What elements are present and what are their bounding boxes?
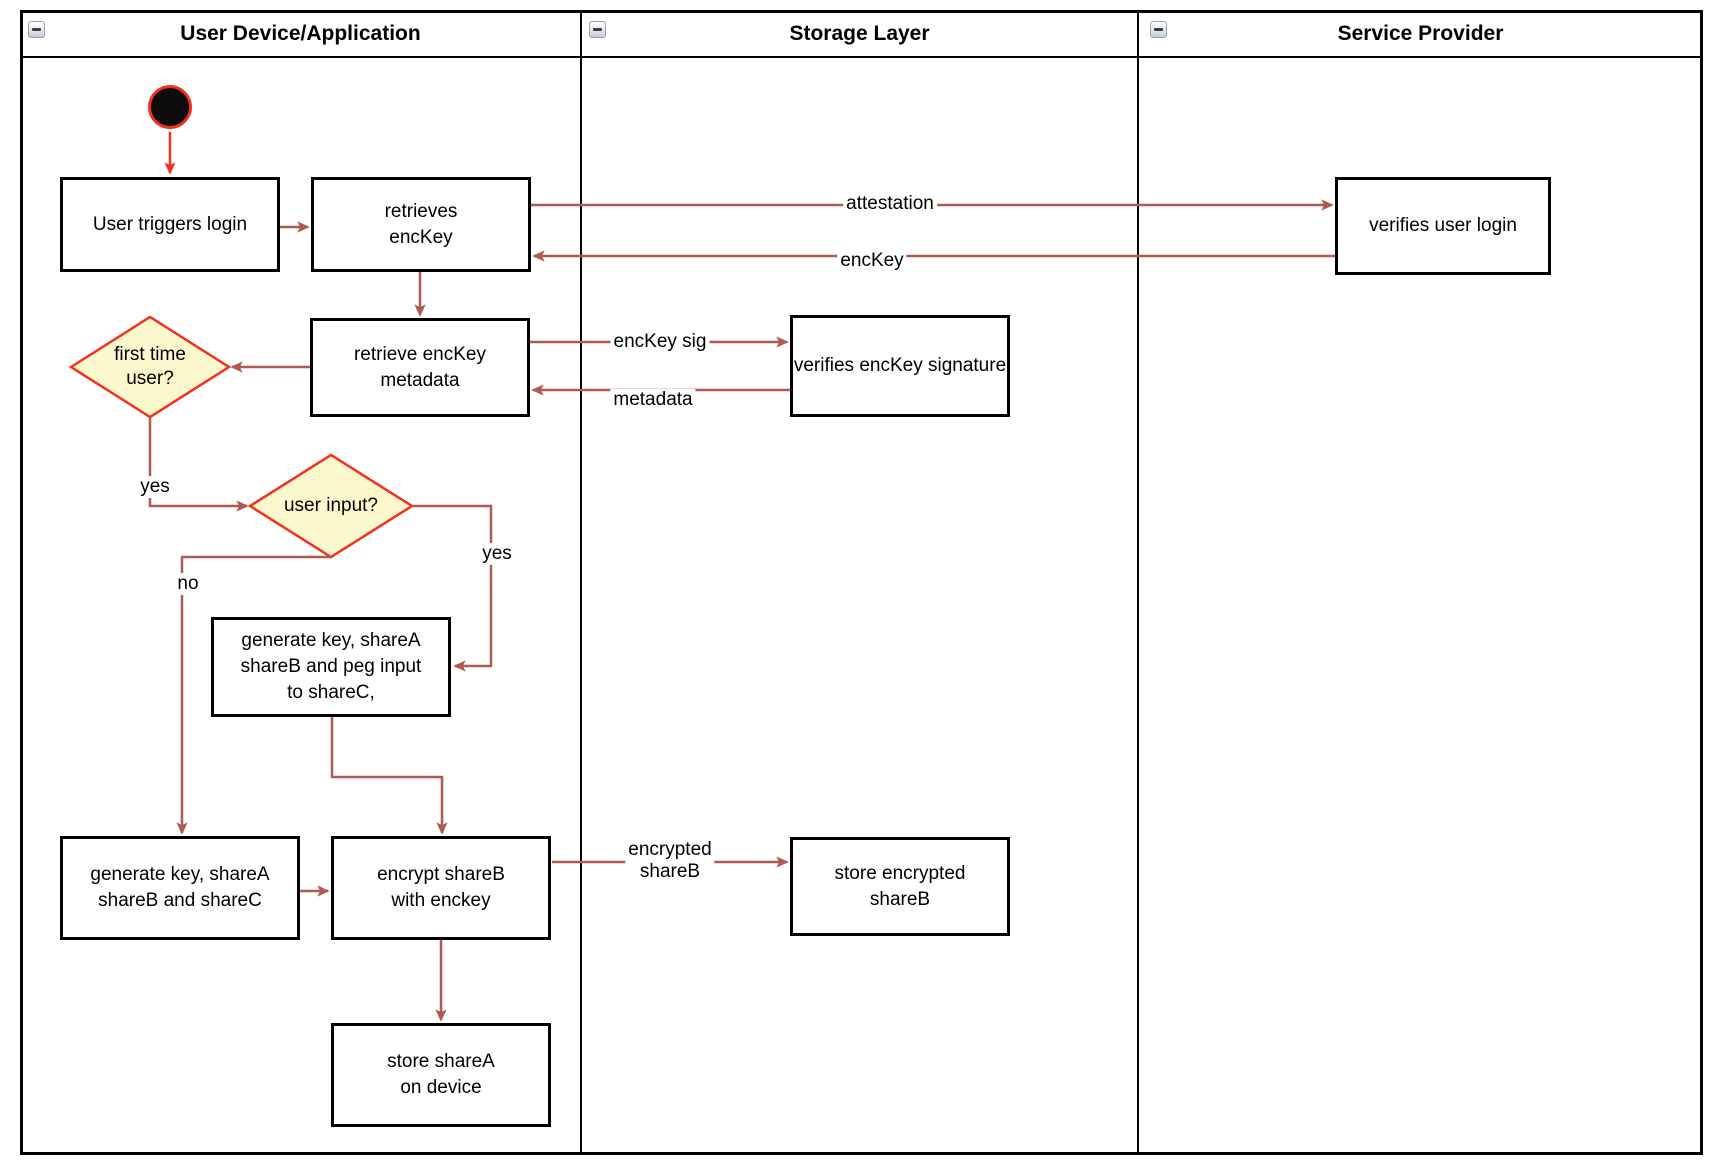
node-retrieves-enckey[interactable]: retrieves encKey [311,177,531,272]
node-label: generate key, shareA shareB and shareC [90,864,270,911]
edge-label-no-user-input: no [174,573,202,595]
node-label: store encrypted shareB [834,862,966,910]
node-user-triggers-login[interactable]: User triggers login [60,177,280,272]
lane-title-text: Storage Layer [789,22,930,45]
edge-userinput-yes [412,504,493,672]
decision-label-first-time-user: first time user? [114,344,186,389]
lane-header-service-provider[interactable]: Service Provider [1138,12,1703,56]
node-label: verifies encKey signature [793,355,1007,376]
edge-userinput-no [176,555,332,835]
node-label: retrieves encKey [384,200,458,248]
node-verifies-user-login[interactable]: verifies user login [1335,177,1551,275]
minus-icon [32,28,41,31]
edge-label-enckey-sig: encKey sig [610,331,710,353]
edge-label-attestation: attestation [843,193,937,215]
node-generate-key-peg-input[interactable]: generate key, shareA shareB and peg inpu… [211,617,451,717]
node-encrypt-shareb[interactable]: encrypt shareB with enckey [331,836,551,940]
initial-node[interactable] [148,85,192,129]
edge-label-metadata: metadata [610,389,696,411]
lane-header-storage-layer[interactable]: Storage Layer [581,12,1138,56]
lane-divider-1 [580,10,582,1155]
edge-label-yes-first-time: yes [137,476,173,498]
collapse-lane-button[interactable] [1150,21,1167,38]
collapse-lane-button[interactable] [28,21,45,38]
node-store-encrypted-shareb[interactable]: store encrypted shareB [790,837,1010,936]
node-label: User triggers login [92,213,248,235]
edge-firsttime-yes [148,417,249,512]
minus-icon [593,28,602,31]
collapse-lane-button[interactable] [589,21,606,38]
node-generate-key-shares[interactable]: generate key, shareA shareB and shareC [60,836,300,940]
node-label: verifies user login [1369,215,1517,236]
edge-label-yes-user-input: yes [479,543,515,565]
decision-first-time-user[interactable] [68,315,232,419]
node-label: retrieve encKey metadata [353,343,486,391]
edge-label-encrypted-shareb: encrypted shareB [625,839,715,883]
lane-header-underline [20,56,1703,58]
node-store-sharea-on-device[interactable]: store shareA on device [331,1023,551,1127]
edge-label-enckey: encKey [837,250,907,272]
node-label: store shareA on device [387,1051,495,1098]
lane-divider-2 [1137,10,1139,1155]
node-label: generate key, shareA shareB and peg inpu… [240,630,422,703]
lane-title-text: User Device/Application [180,22,421,45]
lane-title-text: Service Provider [1337,22,1504,45]
minus-icon [1154,28,1163,31]
decision-label-user-input: user input? [283,495,379,516]
edge-peg-to-encrypt [330,717,448,835]
node-retrieve-enckey-metadata[interactable]: retrieve encKey metadata [310,318,530,417]
node-label: encrypt shareB with enckey [377,864,505,911]
lane-header-user-device[interactable]: User Device/Application [20,12,581,56]
node-verifies-enckey-signature[interactable]: verifies encKey signature [790,315,1010,417]
